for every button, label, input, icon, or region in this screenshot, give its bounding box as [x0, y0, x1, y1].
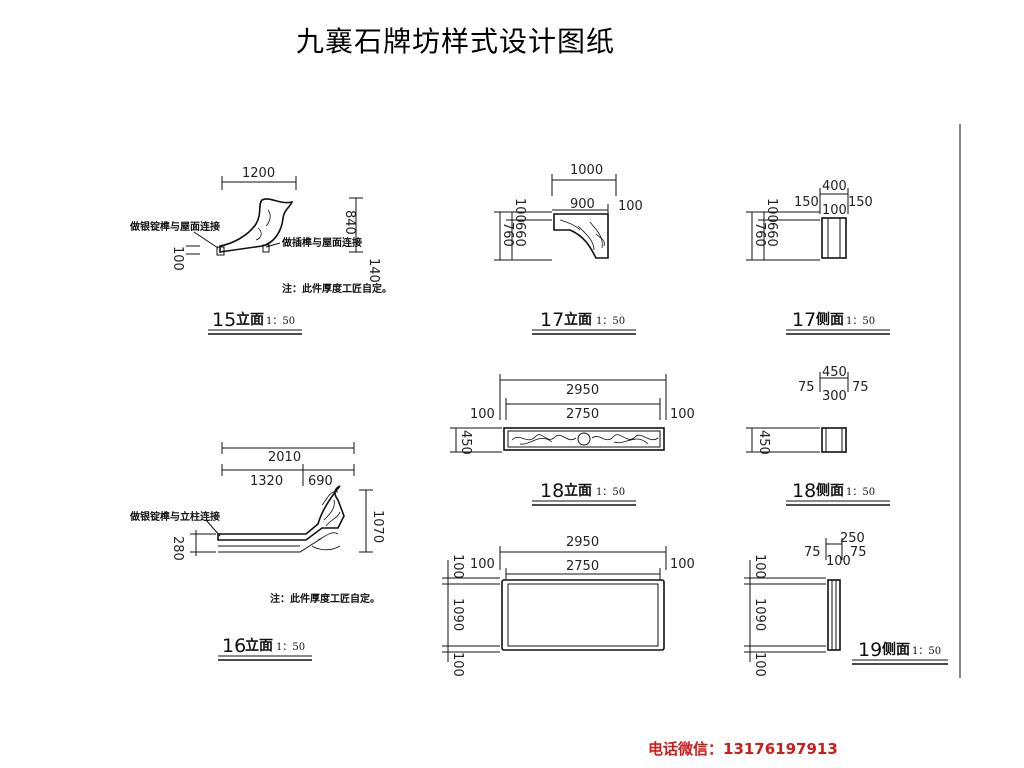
note-thickness-15: 注：此件厚度工匠自定。	[282, 282, 392, 295]
dim-17b-right: 150	[848, 195, 873, 210]
caption-15-scale: 1：50	[266, 316, 295, 327]
drawing-19-elevation: 2950 2750 100 100 100 1090 100	[442, 535, 695, 677]
caption-17a-number: 17	[540, 309, 564, 331]
dim-19b-left: 75	[804, 545, 821, 560]
dim-17b-left: 150	[794, 195, 819, 210]
dim-19a-v2: 1090	[450, 598, 465, 631]
drawing-19-side: 250 75 100 75 100 1090 100 19 侧面 1：50	[744, 531, 948, 677]
dim-16-left: 280	[170, 536, 185, 561]
caption-15-label: 立面	[236, 311, 264, 328]
drawing-17-side: 400 150 150 100 100 660 760 17 侧面 1：50	[746, 179, 890, 335]
dim-18a-left: 100	[470, 407, 495, 422]
caption-18b-label: 侧面	[816, 482, 844, 499]
caption-18b-number: 18	[792, 480, 816, 502]
dim-15-right: 140	[366, 258, 381, 283]
dim-15-left: 100	[170, 246, 185, 271]
dim-18a-width: 2950	[566, 383, 599, 398]
dim-18b-right: 75	[852, 380, 869, 395]
contact-info: 电话微信：13176197913	[648, 740, 838, 758]
dim-16-width: 2010	[268, 450, 301, 465]
caption-18a-scale: 1：50	[596, 487, 625, 498]
caption-17b-number: 17	[792, 309, 816, 331]
dim-17b-width: 400	[822, 179, 847, 194]
dim-19b-mid: 100	[826, 554, 851, 569]
dim-16-b: 690	[308, 474, 333, 489]
caption-15-number: 15	[212, 309, 236, 331]
dim-19b-right: 75	[850, 545, 867, 560]
drawing-18-elevation: 2950 2750 100 100 450 18 立面 1：50	[450, 374, 695, 506]
dim-18a-right: 100	[670, 407, 695, 422]
drawing-15: 1200 840 140 100 做银锭榫与屋面连接 做插榫与屋面连接 注：此件…	[129, 166, 392, 335]
dim-19a-v3: 100	[450, 652, 465, 677]
caption-17a-scale: 1：50	[596, 316, 625, 327]
note-thickness-16: 注：此件厚度工匠自定。	[270, 592, 380, 605]
caption-17b-scale: 1：50	[846, 316, 875, 327]
drawing-18-side: 450 75 300 75 450 18 侧面 1：50	[746, 365, 890, 506]
caption-19-label: 侧面	[882, 641, 910, 658]
dim-17a-inner: 900	[570, 197, 595, 212]
dim-17b-v2: 660	[764, 222, 779, 247]
caption-18a-label: 立面	[564, 482, 592, 499]
dim-15-height: 840	[342, 210, 357, 235]
dim-17a-right: 100	[618, 199, 643, 214]
dim-16-a: 1320	[250, 474, 283, 489]
caption-19-scale: 1：50	[912, 646, 941, 657]
dim-17b-mid: 100	[822, 203, 847, 218]
dim-19a-v1: 100	[450, 554, 465, 579]
dim-18b-width: 450	[822, 365, 847, 380]
note-roof-joint-2: 做插榫与屋面连接	[281, 236, 362, 249]
dim-19a-right: 100	[670, 557, 695, 572]
caption-19-number: 19	[858, 639, 882, 661]
dim-18a-inner: 2750	[566, 407, 599, 422]
caption-18a-number: 18	[540, 480, 564, 502]
page-title: 九襄石牌坊样式设计图纸	[296, 25, 616, 58]
drawing-16: 2010 1320 690 1070 280 做银锭榫与立柱连接 注：此件厚度工…	[129, 442, 385, 661]
dim-17a-v3: 760	[500, 222, 515, 247]
caption-18b-scale: 1：50	[846, 487, 875, 498]
dim-16-height: 1070	[370, 510, 385, 543]
dim-15-width: 1200	[242, 166, 275, 181]
dim-17b-v3: 760	[752, 222, 767, 247]
caption-16-number: 16	[222, 635, 246, 657]
caption-17b-label: 侧面	[816, 311, 844, 328]
note-post-joint: 做银锭榫与立柱连接	[129, 510, 220, 523]
caption-17a-label: 立面	[564, 311, 592, 328]
dim-17a-v1: 100	[512, 198, 527, 223]
caption-16-label: 立面	[245, 637, 273, 654]
dim-19b-v1: 100	[752, 554, 767, 579]
dim-19b-v2: 1090	[752, 598, 767, 631]
dim-17b-v1: 100	[764, 198, 779, 223]
dim-17a-v2: 660	[512, 222, 527, 247]
dim-19b-v3: 100	[752, 652, 767, 677]
note-roof-joint-1: 做银锭榫与屋面连接	[129, 220, 220, 233]
caption-16-scale: 1：50	[276, 642, 305, 653]
dim-18b-left: 75	[798, 380, 815, 395]
dim-19b-width: 250	[840, 531, 865, 546]
dim-18a-height: 450	[458, 430, 473, 455]
dim-17a-width: 1000	[570, 163, 603, 178]
dim-19a-inner: 2750	[566, 559, 599, 574]
dim-19a-left: 100	[470, 557, 495, 572]
dim-19a-width: 2950	[566, 535, 599, 550]
drawing-17-elevation: 1000 900 100 100 660 760 17 立面 1：50	[494, 163, 643, 335]
dim-18b-mid: 300	[822, 389, 847, 404]
dim-18b-height: 450	[756, 430, 771, 455]
